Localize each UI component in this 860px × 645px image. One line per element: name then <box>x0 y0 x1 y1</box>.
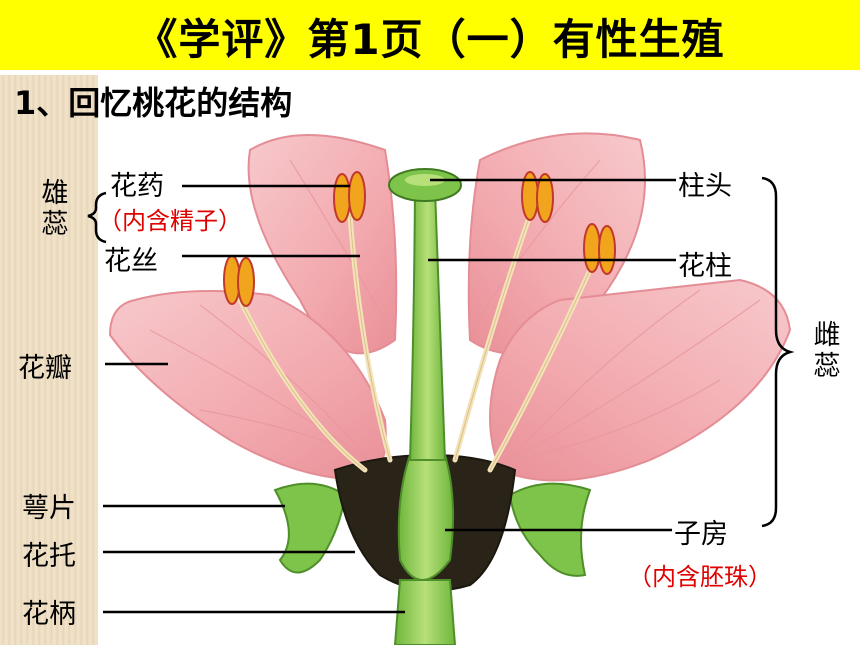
label-petal: 花瓣 <box>18 353 72 384</box>
label-stamen-note: （内含精子） <box>98 207 242 235</box>
label-stamen: 雄蕊 <box>41 178 69 240</box>
subtitle: 1、回忆桃花的结构 <box>14 84 293 122</box>
label-pedicel: 花柄 <box>22 599 76 630</box>
pedicel <box>393 579 457 645</box>
pistil-brace <box>761 176 795 528</box>
style <box>408 189 447 461</box>
label-ovary: 子房 <box>674 519 728 550</box>
label-stigma: 柱头 <box>678 171 732 202</box>
label-ovary-note: （内含胚珠） <box>628 563 772 591</box>
side-strip <box>0 75 98 645</box>
label-sepal: 萼片 <box>22 493 76 524</box>
label-pistil: 雌蕊 <box>813 320 841 382</box>
title-bar <box>0 0 860 70</box>
stamen-brace <box>87 191 107 244</box>
label-style: 花柱 <box>678 251 732 282</box>
label-filament: 花丝 <box>104 246 158 277</box>
ovary <box>397 454 455 581</box>
leader-lines <box>103 178 676 614</box>
page-title: 《学评》第1页（一）有性生殖 <box>135 15 725 64</box>
label-receptacle: 花托 <box>22 541 76 572</box>
petal-right <box>489 278 792 482</box>
sepal-left <box>273 482 347 574</box>
label-anther: 花药 <box>110 171 164 202</box>
